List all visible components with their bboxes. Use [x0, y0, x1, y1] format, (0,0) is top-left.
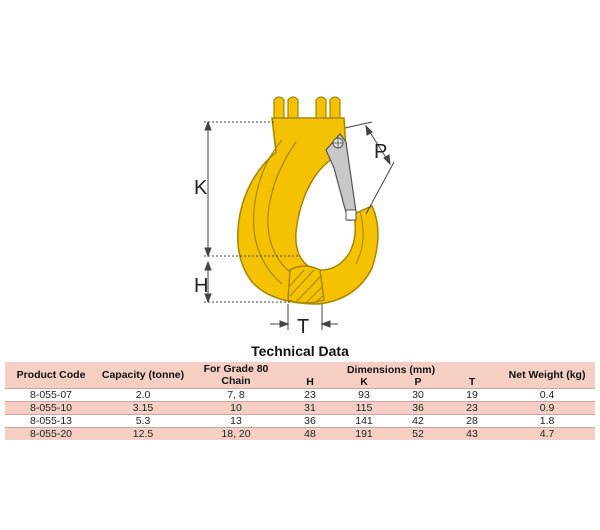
cell-t: 19 — [445, 388, 500, 402]
dimension-label-p: P — [374, 141, 387, 163]
cell-h: 36 — [283, 414, 337, 428]
cell-grade: 7, 8 — [189, 388, 283, 402]
table-row: 8-055-20 12.5 18, 20 48 191 52 43 4.7 — [5, 427, 596, 440]
cell-weight: 1.8 — [499, 414, 596, 428]
table-row: 8-055-07 2.0 7, 8 23 93 30 19 0.4 — [5, 388, 596, 402]
header-capacity: Capacity (tonne) — [101, 369, 185, 381]
cell-code: 8-055-20 — [5, 427, 97, 440]
table-row: 8-055-13 5.3 13 36 141 42 28 1.8 — [5, 414, 596, 428]
technical-data-table: Product Code Capacity (tonne) For Grade … — [5, 362, 596, 440]
cell-weight: 0.9 — [499, 401, 596, 415]
table-title: Technical Data — [251, 343, 349, 359]
header-h: H — [306, 376, 314, 388]
header-grade: For Grade 80 Chain — [203, 363, 269, 387]
header-t: T — [468, 376, 476, 388]
dimension-label-k: K — [194, 177, 208, 199]
hook-body — [237, 96, 379, 305]
cell-h: 31 — [283, 401, 337, 415]
cell-t: 28 — [445, 414, 500, 428]
cell-capacity: 2.0 — [97, 388, 189, 402]
cell-k: 93 — [337, 388, 391, 402]
cell-code: 8-055-10 — [5, 401, 97, 415]
cell-grade: 10 — [189, 401, 283, 415]
cell-t: 23 — [445, 401, 500, 415]
cell-p: 36 — [391, 401, 445, 415]
header-product-code: Product Code — [16, 369, 86, 381]
cell-k: 191 — [337, 427, 391, 440]
safety-latch — [325, 133, 357, 221]
cell-capacity: 12.5 — [97, 427, 189, 440]
cell-grade: 18, 20 — [189, 427, 283, 440]
dimension-label-t: T — [297, 316, 309, 338]
dimension-label-h: H — [194, 275, 208, 297]
cell-grade: 13 — [189, 414, 283, 428]
cell-capacity: 5.3 — [97, 414, 189, 428]
cell-p: 42 — [391, 414, 445, 428]
dimension-lines — [204, 120, 395, 330]
header-k: K — [360, 376, 368, 388]
cell-k: 141 — [337, 414, 391, 428]
cell-code: 8-055-13 — [5, 414, 97, 428]
table-row: 8-055-10 3.15 10 31 115 36 23 0.9 — [5, 401, 596, 415]
cell-capacity: 3.15 — [97, 401, 189, 415]
table-header-row: Product Code Capacity (tonne) For Grade … — [5, 362, 596, 387]
header-net-weight: Net Weight (kg) — [508, 369, 586, 381]
cell-code: 8-055-07 — [5, 388, 97, 402]
hook-diagram: K H T P — [194, 96, 395, 338]
cell-h: 23 — [283, 388, 337, 402]
cell-p: 52 — [391, 427, 445, 440]
header-p: P — [414, 376, 422, 388]
header-dimensions: Dimensions (mm) — [346, 364, 436, 376]
cell-weight: 4.7 — [499, 427, 596, 440]
cell-h: 48 — [283, 427, 337, 440]
cell-k: 115 — [337, 401, 391, 415]
cell-p: 30 — [391, 388, 445, 402]
cell-t: 43 — [445, 427, 500, 440]
cell-weight: 0.4 — [499, 388, 596, 402]
